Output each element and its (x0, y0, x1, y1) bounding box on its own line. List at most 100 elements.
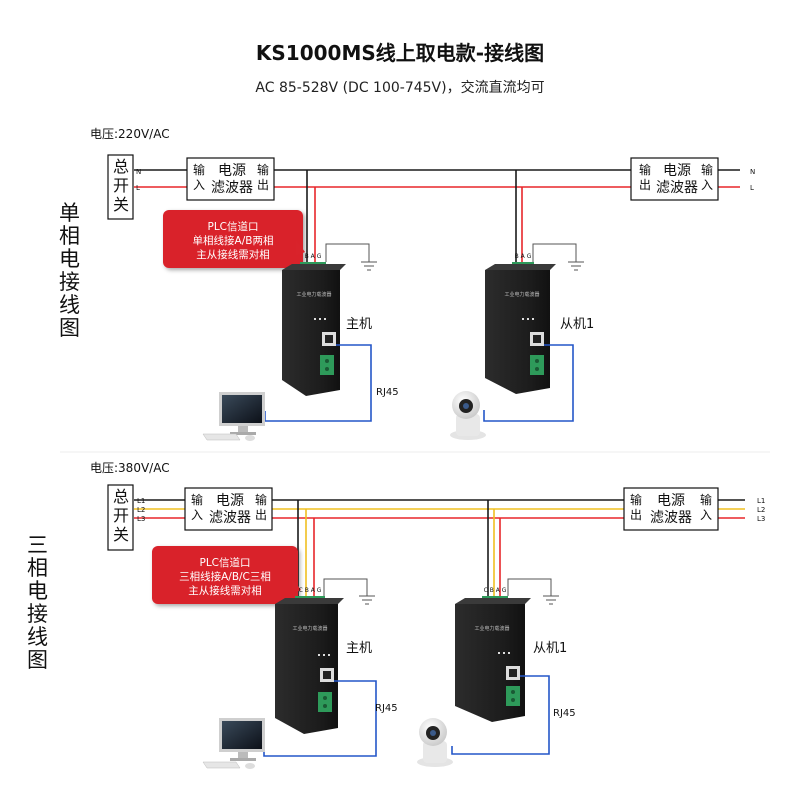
single-computer-icon (202, 392, 265, 441)
vertical-char: 入 (700, 508, 712, 522)
three-slave-device: C B A G 工业电力载波器 (455, 587, 531, 722)
three-rj45-master-label: RJ45 (375, 703, 398, 714)
three-filter-right (623, 487, 719, 531)
three-filter-left-name-top: 电源 (216, 493, 244, 509)
single-voltage-label: 电压:220V/AC (90, 127, 170, 141)
single-line-label-n: N (136, 168, 141, 176)
single-ground-slave (532, 243, 584, 271)
vertical-char: 出 (255, 508, 267, 522)
vertical-char: 总 (113, 157, 129, 176)
vertical-char: 关 (113, 525, 129, 544)
single-slave-label: 从机1 (560, 317, 594, 332)
side-label-single-side_label: 单相电接线图 (59, 201, 80, 340)
three-slave-label: 从机1 (533, 641, 567, 656)
three-line-label-l1-right: L1 (757, 497, 765, 505)
page-subtitle: AC 85-528V (DC 100-745V)，交流直流均可 (255, 79, 544, 96)
single-filter-left-name-bottom: 滤波器 (211, 180, 253, 196)
vertical-char: 三 (27, 533, 48, 557)
single-callout-line1: PLC信道口 (207, 220, 258, 233)
three-filter-right-name-bottom: 滤波器 (650, 510, 692, 526)
three-phase-section: 三相电接线图 电压:380V/AC L1 L2 L3 L1 L2 L3 总开关 … (27, 461, 765, 769)
three-master-brand: 工业电力载波器 (292, 625, 327, 632)
vtext-three-master_switch: 总开关 (113, 487, 129, 544)
vertical-char: 入 (191, 508, 203, 522)
vertical-char: 单 (59, 201, 80, 225)
vertical-char: 输 (257, 162, 269, 177)
three-side-label: 三相电接线图 (27, 533, 48, 672)
vtext-three-filter_left-in: 输入 (191, 492, 203, 522)
single-slave-brand: 工业电力载波器 (504, 291, 539, 298)
three-ground-slave (507, 578, 559, 605)
vtext-three-filter_right-in: 输入 (700, 492, 712, 522)
single-filter-right-name-top: 电源 (663, 163, 691, 179)
single-filter-left-name-top: 电源 (218, 163, 246, 179)
vertical-char: 总 (113, 487, 129, 506)
vertical-char: 输 (191, 492, 203, 507)
single-rj45-slave-link (483, 344, 574, 422)
vertical-char: 相 (27, 556, 48, 580)
three-filter-left (184, 487, 273, 531)
vertical-char: 入 (193, 178, 205, 192)
single-master-switch (107, 154, 134, 220)
three-voltage-label: 电压:380V/AC (90, 461, 170, 475)
three-rj45-slave-label: RJ45 (553, 708, 576, 719)
single-camera-icon (450, 391, 486, 440)
vertical-char: 开 (113, 176, 129, 195)
single-slave-device: B A G 工业电力载波器 (485, 253, 556, 394)
three-master-terminal-label: C B A G (299, 587, 322, 594)
side-label-three-side_label: 三相电接线图 (27, 533, 48, 672)
vertical-char: 输 (255, 492, 267, 507)
three-computer-icon (202, 718, 265, 769)
vertical-char: 出 (630, 508, 642, 522)
three-callout-line3: 主从接线需对相 (188, 584, 262, 597)
single-rj45-label: RJ45 (376, 387, 399, 398)
vertical-char: 输 (193, 162, 205, 177)
vertical-char: 接 (27, 602, 48, 626)
single-line-label-n-right: N (750, 168, 755, 176)
single-filter-right-name-bottom: 滤波器 (656, 180, 698, 196)
vertical-char: 线 (59, 293, 80, 317)
three-ground-master (323, 578, 375, 605)
single-master-device: B A G 工业电力载波器 (282, 253, 346, 396)
vtext-single-master_switch: 总开关 (113, 157, 129, 214)
three-rj45-master-link (263, 680, 377, 757)
three-callout-line2: 三相线接A/B/C三相 (179, 570, 271, 583)
three-slave-terminal-label: C B A G (484, 587, 507, 594)
vertical-char: 开 (113, 506, 129, 525)
vertical-char: 输 (700, 492, 712, 507)
three-master-switch (107, 484, 134, 551)
vtext-single-filter_left-out: 输出 (257, 162, 269, 192)
page-title: KS1000MS线上取电款-接线图 (256, 41, 544, 65)
single-line-label-l: L (136, 184, 140, 192)
vertical-char: 图 (59, 316, 80, 340)
three-slave-brand: 工业电力载波器 (474, 625, 509, 632)
three-line-label-l3: L3 (137, 515, 145, 523)
vtext-single-filter_left-in: 输入 (193, 162, 205, 192)
vtext-three-filter_left-out: 输出 (255, 492, 267, 522)
vertical-char: 关 (113, 195, 129, 214)
single-master-label: 主机 (346, 317, 372, 332)
vertical-char: 出 (257, 178, 269, 192)
three-master-label: 主机 (346, 641, 372, 656)
vertical-char: 电 (27, 579, 48, 603)
single-filter-left (186, 157, 275, 201)
vtext-single-filter_right-in: 输入 (701, 162, 713, 192)
three-line-label-l3-right: L3 (757, 515, 765, 523)
three-callout-line1: PLC信道口 (199, 556, 250, 569)
single-callout-line2: 单相线接A/B两相 (193, 234, 274, 247)
single-callout (163, 210, 303, 268)
vertical-char: 接 (59, 270, 80, 294)
vertical-char: 出 (639, 178, 651, 192)
vtext-three-filter_right-out: 输出 (630, 492, 642, 522)
single-filter-right (630, 157, 719, 201)
three-filter-left-name-bottom: 滤波器 (209, 510, 251, 526)
three-master-device: C B A G 工业电力载波器 (275, 587, 344, 734)
three-camera-icon (417, 718, 453, 767)
single-ground-master (325, 243, 377, 271)
single-callout-line3: 主从接线需对相 (196, 248, 270, 261)
three-filter-right-name-top: 电源 (657, 493, 685, 509)
vertical-char: 输 (701, 162, 713, 177)
three-line-label-l2-right: L2 (757, 506, 765, 514)
